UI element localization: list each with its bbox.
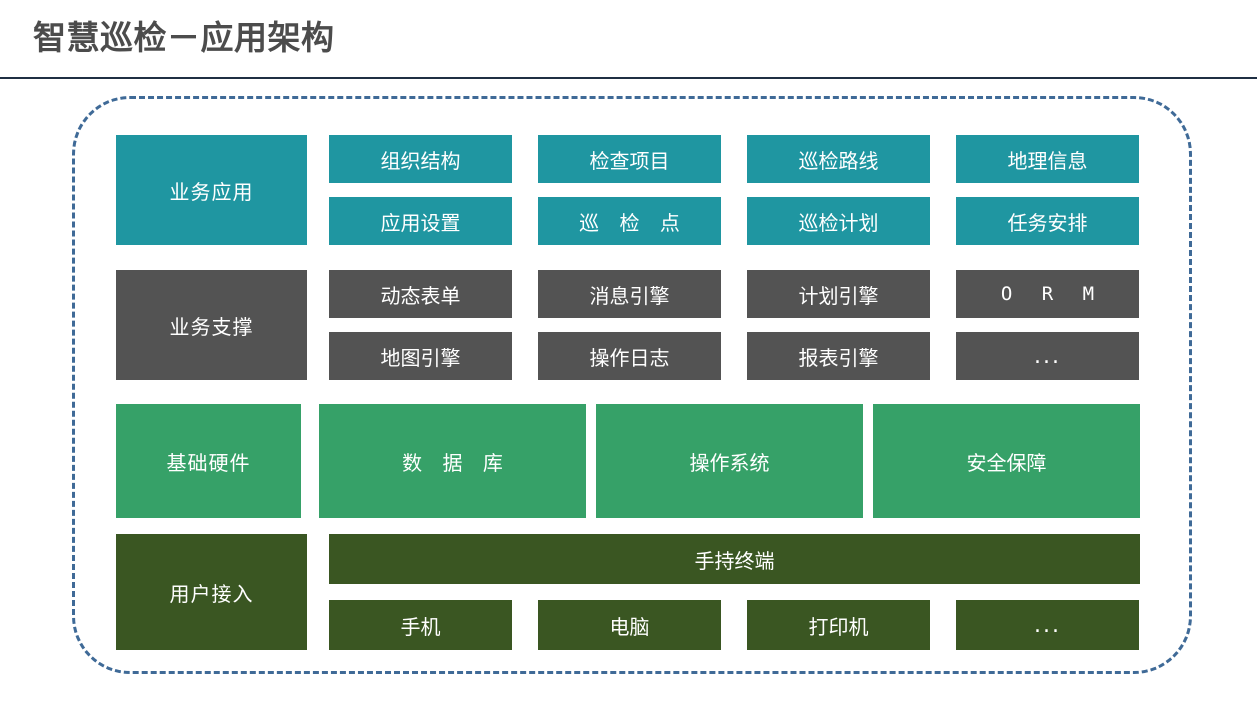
module-box[interactable]: 消息引擎: [538, 270, 721, 318]
module-box[interactable]: 数 据 库: [319, 404, 586, 518]
architecture-boundary: [72, 96, 1192, 674]
module-box-more[interactable]: ...: [956, 332, 1139, 380]
architecture-layer-user-access: 用户接入 手持终端 手机 电脑 打印机 ...: [116, 534, 1140, 650]
module-box[interactable]: 组织结构: [329, 135, 512, 183]
module-box[interactable]: 检查项目: [538, 135, 721, 183]
layer-label-business-application: 业务应用: [116, 135, 307, 245]
layer-subrow: 组织结构 检查项目 巡检路线 地理信息: [329, 135, 1140, 183]
module-box[interactable]: O R M: [956, 270, 1139, 318]
layer-subrow: 手机 电脑 打印机 ...: [329, 600, 1140, 650]
module-box-more[interactable]: ...: [956, 600, 1139, 650]
module-box-handheld-terminal[interactable]: 手持终端: [329, 534, 1140, 584]
module-box[interactable]: 操作系统: [596, 404, 863, 518]
module-box[interactable]: 报表引擎: [747, 332, 930, 380]
layer-label-business-support: 业务支撑: [116, 270, 307, 380]
module-box[interactable]: 电脑: [538, 600, 721, 650]
architecture-layer-business-support: 业务支撑 动态表单 消息引擎 计划引擎 O R M 地图引擎 操作日志 报表引擎…: [116, 270, 1140, 380]
layer-subrow: 数 据 库 操作系统 安全保障: [319, 404, 1140, 518]
module-box[interactable]: 地图引擎: [329, 332, 512, 380]
module-box[interactable]: 巡检计划: [747, 197, 930, 245]
page-title: 智慧巡检－应用架构: [33, 18, 335, 57]
layer-body-base-hardware: 数 据 库 操作系统 安全保障: [319, 404, 1140, 518]
layer-label-user-access: 用户接入: [116, 534, 307, 650]
layer-subrow: 手持终端: [329, 534, 1140, 584]
module-box[interactable]: 手机: [329, 600, 512, 650]
module-box[interactable]: 巡 检 点: [538, 197, 721, 245]
architecture-layer-base-hardware: 基础硬件 数 据 库 操作系统 安全保障: [116, 404, 1140, 518]
module-box[interactable]: 操作日志: [538, 332, 721, 380]
slide-header: 智慧巡检－应用架构: [0, 0, 1257, 79]
module-box[interactable]: 动态表单: [329, 270, 512, 318]
layer-subrow: 应用设置 巡 检 点 巡检计划 任务安排: [329, 197, 1140, 245]
layer-body-business-support: 动态表单 消息引擎 计划引擎 O R M 地图引擎 操作日志 报表引擎 ...: [329, 270, 1140, 380]
layer-subrow: 动态表单 消息引擎 计划引擎 O R M: [329, 270, 1140, 318]
title-divider: [0, 77, 1257, 79]
module-box[interactable]: 应用设置: [329, 197, 512, 245]
module-box[interactable]: 打印机: [747, 600, 930, 650]
module-box[interactable]: 地理信息: [956, 135, 1139, 183]
layer-body-user-access: 手持终端 手机 电脑 打印机 ...: [329, 534, 1140, 650]
module-box[interactable]: 安全保障: [873, 404, 1140, 518]
layer-body-business-application: 组织结构 检查项目 巡检路线 地理信息 应用设置 巡 检 点 巡检计划 任务安排: [329, 135, 1140, 245]
architecture-layer-business-application: 业务应用 组织结构 检查项目 巡检路线 地理信息 应用设置 巡 检 点 巡检计划…: [116, 135, 1140, 245]
module-box[interactable]: 巡检路线: [747, 135, 930, 183]
layer-subrow: 地图引擎 操作日志 报表引擎 ...: [329, 332, 1140, 380]
module-box[interactable]: 任务安排: [956, 197, 1139, 245]
module-box[interactable]: 计划引擎: [747, 270, 930, 318]
layer-label-base-hardware: 基础硬件: [116, 404, 301, 518]
